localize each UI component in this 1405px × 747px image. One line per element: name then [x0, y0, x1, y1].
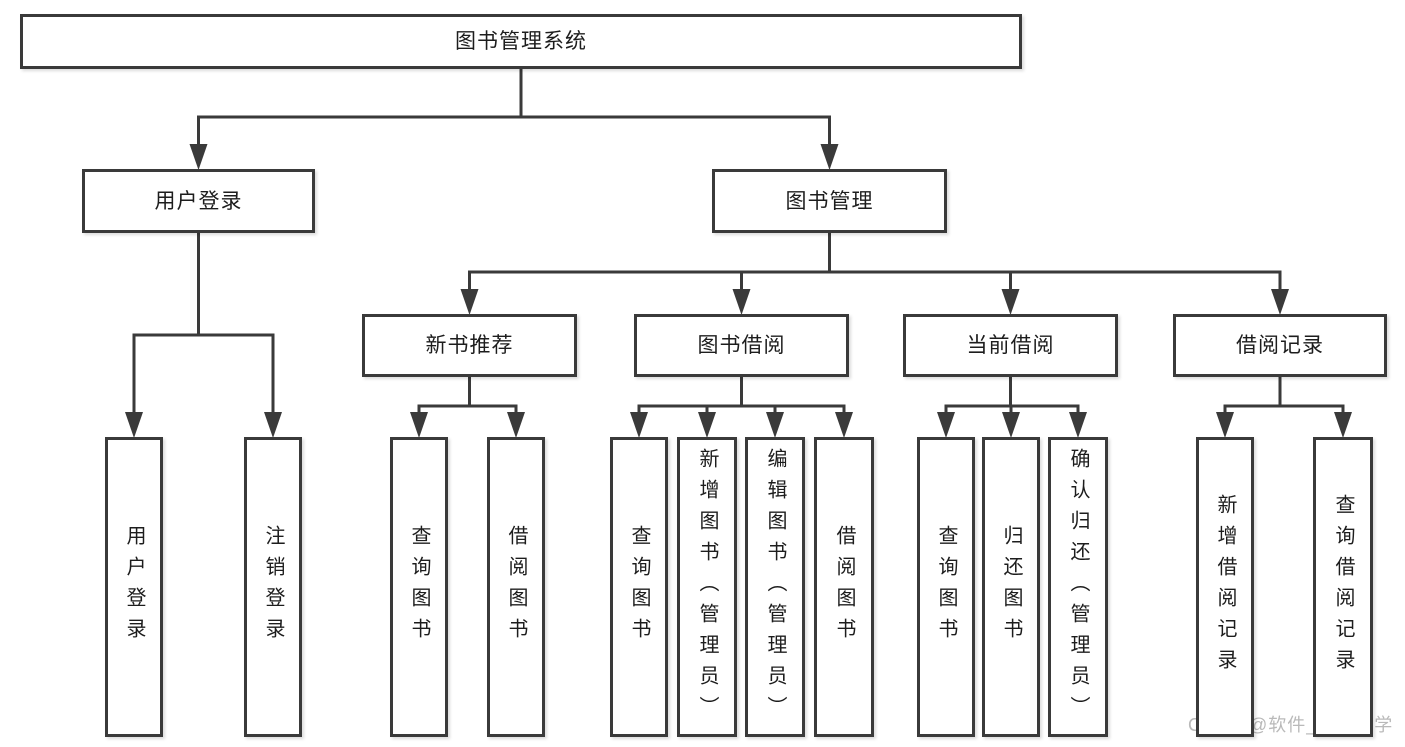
node-leaf-query-books-c: 查询图书: [917, 437, 975, 737]
node-label-leaf-add-borrow-record: 新增借阅记录: [1214, 494, 1236, 680]
node-book-management: 图书管理: [712, 169, 947, 233]
node-leaf-query-books-b: 查询图书: [610, 437, 668, 737]
node-leaf-borrow-books-b: 借阅图书: [814, 437, 874, 737]
node-book-borrowing: 图书借阅: [634, 314, 849, 377]
node-leaf-query-borrow-record: 查询借阅记录: [1313, 437, 1373, 737]
node-label-leaf-edit-book-admin: 编辑图书（管理员）: [764, 447, 786, 727]
node-leaf-confirm-return-admin: 确认归还（管理员）: [1048, 437, 1108, 737]
node-leaf-query-books-a: 查询图书: [390, 437, 448, 737]
node-leaf-edit-book-admin: 编辑图书（管理员）: [745, 437, 805, 737]
node-new-book-recommend: 新书推荐: [362, 314, 577, 377]
node-label-root: 图书管理系统: [455, 30, 587, 53]
node-user-login: 用户登录: [82, 169, 315, 233]
node-leaf-add-book-admin: 新增图书（管理员）: [677, 437, 737, 737]
node-root: 图书管理系统: [20, 14, 1022, 69]
node-label-leaf-logout: 注销登录: [262, 525, 284, 649]
node-label-new-book-recommend: 新书推荐: [425, 334, 514, 357]
node-leaf-return-books: 归还图书: [982, 437, 1040, 737]
node-label-leaf-query-borrow-record: 查询借阅记录: [1332, 494, 1354, 680]
node-label-leaf-return-books: 归还图书: [1000, 525, 1022, 649]
node-label-leaf-user-login: 用户登录: [123, 525, 145, 649]
node-label-borrowing-records: 借阅记录: [1236, 334, 1324, 357]
node-label-book-borrowing: 图书借阅: [697, 334, 786, 357]
node-label-leaf-add-book-admin: 新增图书（管理员）: [696, 447, 718, 727]
node-label-user-login: 用户登录: [154, 189, 243, 213]
node-leaf-borrow-books-a: 借阅图书: [487, 437, 545, 737]
node-label-leaf-confirm-return-admin: 确认归还（管理员）: [1067, 447, 1089, 727]
node-current-borrowing: 当前借阅: [903, 314, 1118, 377]
node-borrowing-records: 借阅记录: [1173, 314, 1387, 377]
node-label-leaf-borrow-books-a: 借阅图书: [505, 525, 527, 649]
node-label-current-borrowing: 当前借阅: [966, 334, 1055, 357]
node-label-leaf-query-books-b: 查询图书: [628, 525, 650, 649]
node-label-book-management: 图书管理: [785, 189, 874, 213]
node-label-leaf-borrow-books-b: 借阅图书: [833, 525, 855, 649]
node-leaf-user-login: 用户登录: [105, 437, 163, 737]
node-leaf-logout: 注销登录: [244, 437, 302, 737]
node-leaf-add-borrow-record: 新增借阅记录: [1196, 437, 1254, 737]
node-label-leaf-query-books-c: 查询图书: [935, 525, 957, 649]
node-label-leaf-query-books-a: 查询图书: [408, 525, 430, 649]
